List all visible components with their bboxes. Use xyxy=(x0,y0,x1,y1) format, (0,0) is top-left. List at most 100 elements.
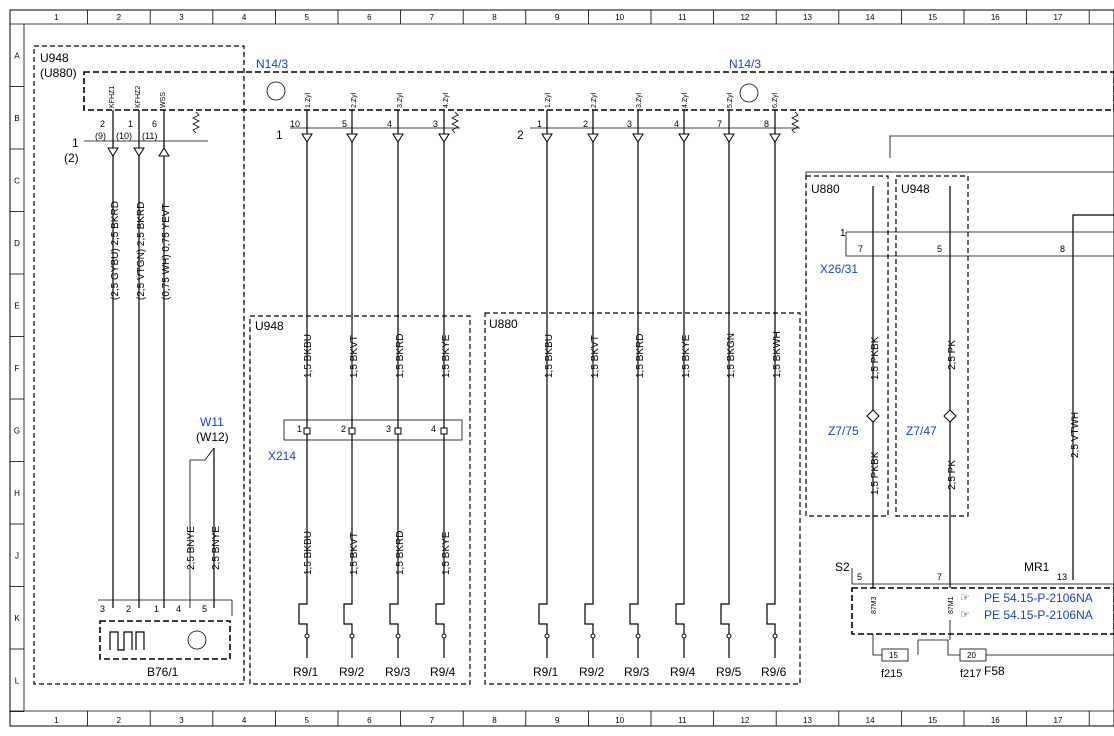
load-label: R9/2 xyxy=(339,665,365,679)
grid-column-label: 8 xyxy=(492,13,497,22)
left-block-boundary xyxy=(33,45,245,685)
u880-pin: 2.Zyl 2 1,5 BKVT R9/2 xyxy=(579,92,605,679)
grid-column-label: 14 xyxy=(866,13,875,22)
left-pin-name: KFHZ2 xyxy=(135,86,142,108)
grid-column-label: 5 xyxy=(304,716,309,725)
bnye-label-2: 2,5 BNYE xyxy=(211,526,222,570)
s2-pin: 7 xyxy=(937,572,942,582)
grid-row-label: A xyxy=(14,51,20,60)
left-pin-name: WSS xyxy=(160,92,167,108)
s2-relay-box xyxy=(851,587,1114,635)
left-block-label: U948 xyxy=(40,51,69,65)
pe-hand-icon[interactable]: ☞ xyxy=(960,592,970,604)
load-label: R9/4 xyxy=(670,665,696,679)
terminal-icon xyxy=(304,633,310,639)
n14-module-boundary xyxy=(83,71,1114,111)
wire-label: 1,5 BKBU xyxy=(303,531,314,575)
pe-link[interactable]: PE 54.15-P-2106NA xyxy=(984,591,1093,605)
group-u880: 2 U880 1.Zyl 1 1,5 BKBU R9/1 2.Zyl 2 1,5… xyxy=(484,92,801,685)
u948-boundary xyxy=(249,315,471,685)
b76-pin: 2 xyxy=(126,604,131,614)
bnye-label-1: 2,5 BNYE xyxy=(186,526,197,570)
glow-plug-icon xyxy=(298,598,308,634)
x26-label: X26/31 xyxy=(820,262,858,276)
grid-column-label: 4 xyxy=(242,13,247,22)
arrow-down-icon xyxy=(541,133,553,143)
wire-label: 1,5 BKRD xyxy=(395,334,406,378)
splice-z775-icon xyxy=(866,409,880,423)
glow-plug-icon xyxy=(389,598,399,634)
pin-number: 3 xyxy=(627,119,632,129)
grid-row-label: L xyxy=(15,676,20,685)
arrow-down-icon xyxy=(723,133,735,143)
zyl-label: 4.Zyl xyxy=(443,92,450,108)
terminal-icon xyxy=(635,633,641,639)
wire-label: 1,5 BKBU xyxy=(303,334,314,378)
grid-row-label: C xyxy=(14,176,20,185)
zyl-label: 5.Zyl xyxy=(727,92,734,108)
pe-link[interactable]: PE 54.15-P-2106NA xyxy=(984,608,1093,622)
grid-column-label: 10 xyxy=(615,716,624,725)
u948-pin: 1.Zyl 10 1,5 BKBU 1 1,5 BKBU R9/1 xyxy=(290,92,319,679)
grid-column-label: 2 xyxy=(117,716,122,725)
arrow-down-icon xyxy=(678,133,690,143)
arrow-down-icon xyxy=(769,133,781,143)
load-label: R9/1 xyxy=(293,665,319,679)
grid-row-label: D xyxy=(14,239,20,248)
u880-pin: 4.Zyl 4 1,5 BKYE R9/4 xyxy=(670,92,696,679)
grid-column-label: 14 xyxy=(866,716,875,725)
u948-sub-boundary xyxy=(895,175,969,517)
grid-column-label: 6 xyxy=(367,716,372,725)
u880-connector-num: 2 xyxy=(517,128,524,142)
b76-sensor-box xyxy=(99,620,231,660)
group-u948: 1 U948 X214 1.Zyl 10 1,5 BKBU 1 1,5 BKBU… xyxy=(249,92,471,685)
grid-column-label: 15 xyxy=(928,716,937,725)
fuse-f215 xyxy=(881,648,909,662)
right-u880-label: U880 xyxy=(811,182,840,196)
x214-pin-contact xyxy=(303,427,311,435)
wire-label: 1,5 BKBU xyxy=(544,334,555,378)
frame-outer xyxy=(9,9,1114,727)
left-wire-label: (2,5 GYBU) 2,5 BKRD xyxy=(110,201,121,300)
wire-label: 1,5 BKVT xyxy=(349,532,360,575)
s2-label: S2 xyxy=(835,560,850,574)
left-pin-alt: (11) xyxy=(142,131,157,141)
x214-label: X214 xyxy=(268,449,296,463)
terminal-icon xyxy=(349,633,355,639)
left-pin-alt: (10) xyxy=(116,131,132,141)
z775-label: Z7/75 xyxy=(828,424,859,438)
load-label: R9/3 xyxy=(624,665,650,679)
zyl-label: 2.Zyl xyxy=(351,92,358,108)
pin-number: 4 xyxy=(674,119,679,129)
pin-number: 2 xyxy=(583,119,588,129)
grid-column-label: 1 xyxy=(54,716,59,725)
zyl-label: 1.Zyl xyxy=(545,92,552,108)
pkbk-label: 1,5 PKBK xyxy=(870,451,881,495)
wire-label: 1,5 BKRD xyxy=(635,334,646,378)
s2-inner: 87M1 xyxy=(948,596,955,614)
glow-plug-icon xyxy=(584,598,594,634)
grid-column-label: 1 xyxy=(54,13,59,22)
n14-transistor-icon xyxy=(266,81,286,101)
terminal-icon xyxy=(681,633,687,639)
u880-ground-resistor xyxy=(791,111,799,134)
grid-column-label: 9 xyxy=(555,13,560,22)
u880-pin: 6.Zyl 8 1,5 BKWH R9/6 xyxy=(761,92,787,679)
pin-number: 7 xyxy=(717,119,722,129)
vtwh-wire xyxy=(1072,214,1114,580)
b76-label: B76/1 xyxy=(147,665,179,679)
u880-sub-boundary xyxy=(805,175,889,517)
pe-hand-icon[interactable]: ☞ xyxy=(960,609,970,621)
pkbk-label: 1,5 PKBK xyxy=(870,336,881,380)
vtwh-label: 2,5 VTWH xyxy=(1070,412,1081,458)
grid-row-label: G xyxy=(14,426,20,435)
grid-column-label: 2 xyxy=(117,13,122,22)
fuse-label: f217 xyxy=(960,668,981,680)
b76-pin: 4 xyxy=(176,604,181,614)
left-wire-label: (2,5 VTGN) 2,5 BKRD xyxy=(136,202,147,300)
s2-connector xyxy=(851,568,1114,585)
grid-column-label: 13 xyxy=(803,716,812,725)
glow-plug-icon xyxy=(675,598,685,634)
left-connector-num: 1 xyxy=(72,136,79,150)
